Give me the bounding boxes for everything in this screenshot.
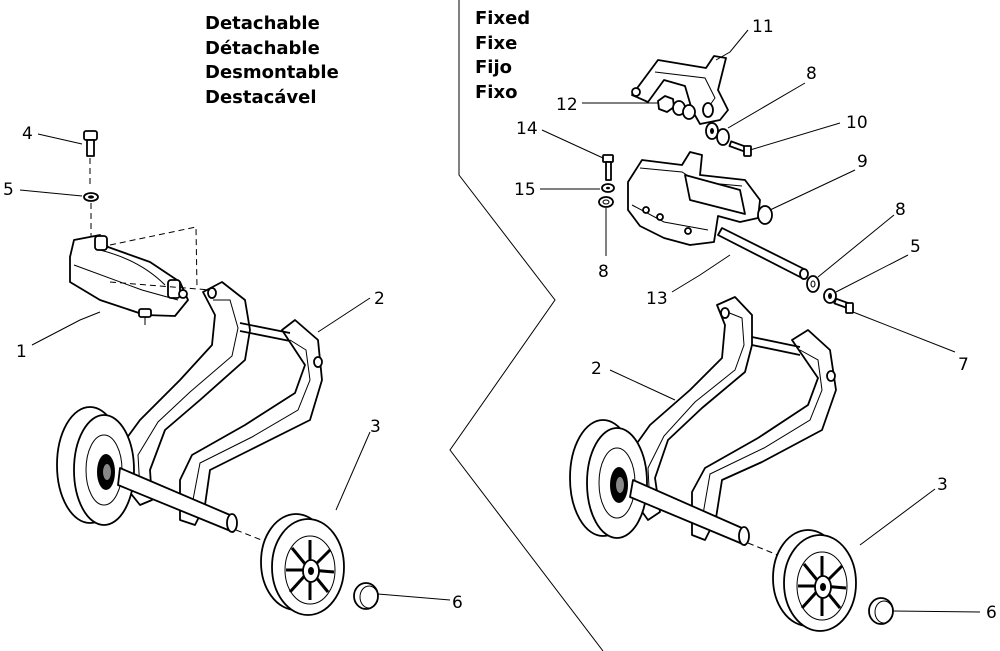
wheel-part-3 xyxy=(260,513,345,616)
axle-right xyxy=(629,479,796,563)
callout-right-12: 12 xyxy=(556,95,578,115)
washer-part-8-top xyxy=(705,122,730,146)
callout-labels: 4 5 1 2 3 6 11 12 8 10 14 15 8 9 8 5 13 … xyxy=(3,17,997,623)
wheel-part-3-right xyxy=(772,529,857,632)
callout-right-8-right: 8 xyxy=(895,200,906,220)
frame-part-2-right xyxy=(624,296,837,541)
detachable-title: Detachable Détachable Desmontable Destac… xyxy=(205,12,339,110)
left-assembly xyxy=(19,130,451,616)
callout-left-1: 1 xyxy=(16,342,27,362)
title-pt: Fixo xyxy=(475,81,518,103)
callout-right-14: 14 xyxy=(516,119,538,139)
title-pt: Destacável xyxy=(205,86,317,108)
washer-part-5-right xyxy=(823,288,837,304)
bolt-part-4 xyxy=(83,130,98,186)
callout-right-5: 5 xyxy=(910,237,921,257)
callout-left-2: 2 xyxy=(374,289,385,309)
callout-right-2: 2 xyxy=(591,359,602,379)
callout-right-11: 11 xyxy=(752,17,774,37)
callout-right-10: 10 xyxy=(846,113,868,133)
callout-right-6: 6 xyxy=(986,603,997,623)
rear-wheel-right xyxy=(569,419,648,539)
rear-wheel-left xyxy=(56,406,135,526)
callout-right-8-left: 8 xyxy=(598,262,609,282)
fixed-title: Fixed Fixe Fijo Fixo xyxy=(475,7,530,105)
bracket-part-1 xyxy=(69,226,211,325)
divider-line xyxy=(449,0,604,651)
cap-part-6 xyxy=(353,582,379,610)
bolt-part-14 xyxy=(602,154,614,181)
pin-part-13 xyxy=(717,227,809,280)
callout-right-9: 9 xyxy=(857,152,868,172)
callout-right-3: 3 xyxy=(937,475,948,495)
title-en: Fixed xyxy=(475,8,531,29)
callout-left-3: 3 xyxy=(370,417,381,437)
callout-right-8-top: 8 xyxy=(806,64,817,84)
bracket-part-11 xyxy=(631,55,729,125)
callout-left-4: 4 xyxy=(22,124,33,144)
title-es: Fijo xyxy=(475,57,513,78)
leaders-right xyxy=(540,29,981,613)
title-es: Desmontable xyxy=(205,62,339,83)
cap-part-6-right xyxy=(868,597,894,625)
callout-left-5: 5 xyxy=(3,180,14,200)
callout-left-6: 6 xyxy=(452,593,463,613)
leaders-left xyxy=(19,133,451,601)
washer-part-8-left xyxy=(598,196,614,208)
callout-right-7: 7 xyxy=(958,355,969,375)
mount-part-9 xyxy=(627,151,773,246)
title-fr: Détachable xyxy=(205,37,320,59)
callout-right-15: 15 xyxy=(514,180,536,200)
nut-part-12 xyxy=(657,95,696,120)
washer-part-5 xyxy=(83,192,99,236)
bolt-part-7 xyxy=(833,297,854,314)
washer-part-8-right xyxy=(806,275,820,293)
callout-right-13: 13 xyxy=(646,289,668,309)
bolt-part-10 xyxy=(728,140,752,157)
title-en: Detachable xyxy=(205,13,320,34)
title-fr: Fixe xyxy=(475,32,518,54)
washer-part-15 xyxy=(601,183,615,193)
right-assembly xyxy=(540,29,981,632)
